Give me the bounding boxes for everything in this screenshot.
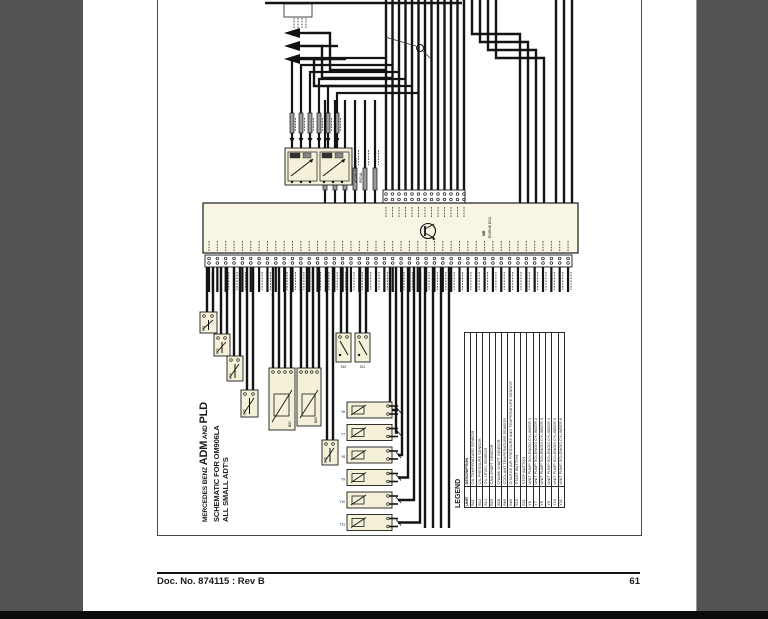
title-line-1: MERCEDES BENZ ADM AND PLD	[198, 402, 210, 522]
footer-page-number: 61	[629, 576, 640, 587]
component-label: B11	[202, 325, 206, 331]
legend-title: LEGEND	[455, 478, 462, 508]
component-label: ENGINE ECU	[488, 216, 492, 238]
pedal-wires	[289, 56, 419, 148]
component-label: B60	[288, 421, 292, 427]
legend-unit: Y11	[558, 486, 565, 508]
component-label: B65	[314, 417, 318, 423]
component-label: Y8	[341, 455, 345, 459]
connector-strip-a	[382, 189, 466, 205]
button-boxes: S10 S11	[335, 267, 371, 369]
footer-rule	[157, 572, 640, 574]
connector-strip-b	[204, 254, 573, 292]
component-label: Y6	[341, 410, 345, 414]
title-line-3: ALL SMALL ADT'S	[220, 457, 230, 522]
viewer-right-gutter	[696, 0, 768, 612]
component-label: PEDAL	[359, 172, 363, 183]
viewer-bottom-bar	[0, 611, 768, 619]
component-label: B14	[229, 373, 233, 379]
component-label: B15	[243, 409, 247, 415]
schematic-title-block: MERCEDES BENZ ADM AND PLD SCHEMATIC FOR …	[194, 352, 244, 522]
viewer-left-gutter	[0, 0, 83, 612]
component-label: Y10	[339, 500, 345, 504]
footer-doc-number: Doc. No. 874115 : Rev B	[157, 576, 265, 587]
component-label: MR	[482, 230, 486, 236]
component-label: S10	[341, 365, 347, 369]
component-label: Y7	[341, 433, 345, 437]
component-label: ACCELERATOR	[354, 157, 358, 183]
top-wiring	[265, 0, 574, 205]
component-label: B16	[324, 457, 328, 463]
legend-description: UNIT PUMP SOLENOID CYLINDER 6	[558, 332, 565, 487]
component-label: Y11	[340, 523, 346, 527]
component-label: B12	[216, 348, 220, 354]
component-label: Y9	[341, 478, 345, 482]
component-label: S11	[360, 365, 366, 369]
